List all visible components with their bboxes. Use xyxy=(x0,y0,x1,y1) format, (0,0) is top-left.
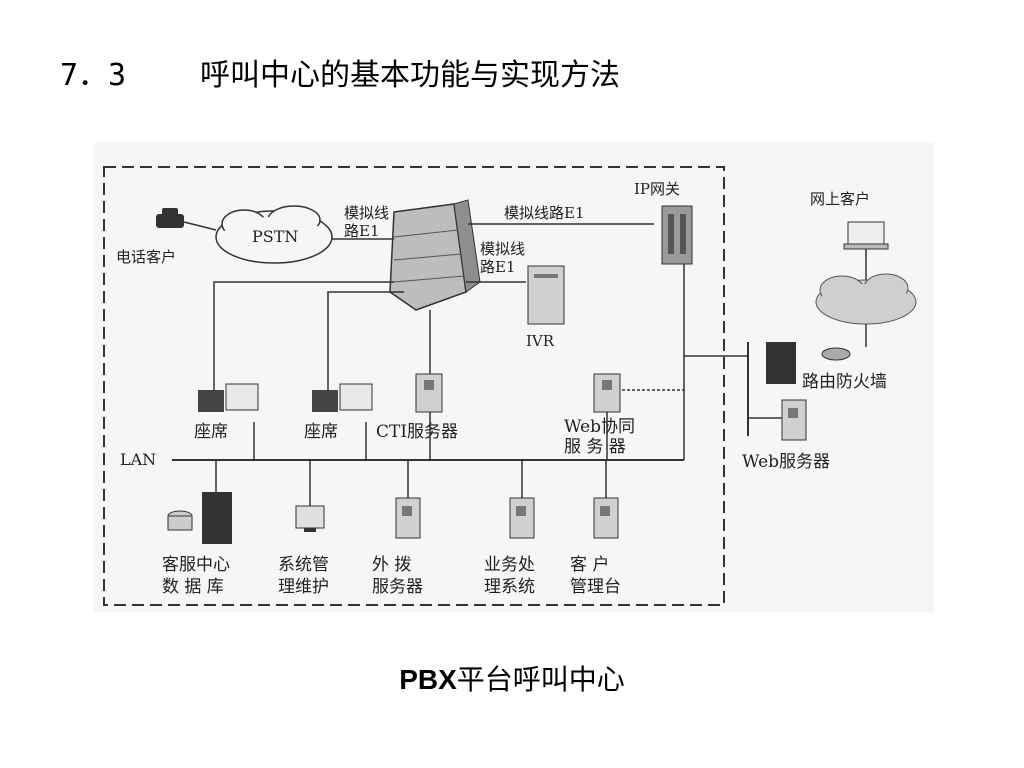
ivr-server-icon xyxy=(527,265,565,325)
lan-label: LAN xyxy=(120,450,156,469)
phone-link xyxy=(183,221,217,231)
diagram-svg: PSTN 电话客户 模拟线 路E1 模拟线路E1 IP网关 模拟线 路E1 IV… xyxy=(103,166,917,606)
analog-line-2b: 路E1 xyxy=(480,258,516,276)
monitor-icon xyxy=(295,505,325,532)
sysmgmt-label-b: 理维护 xyxy=(278,577,329,597)
pbx-agent1-link xyxy=(213,281,394,390)
web-server-label: Web服务器 xyxy=(742,452,830,472)
business-server-icon xyxy=(509,497,535,539)
outbound-label-b: 服务器 xyxy=(372,577,423,597)
caption-rest: 平台呼叫中心 xyxy=(456,664,625,695)
cti-server-label: CTI服务器 xyxy=(376,422,458,442)
online-customer-label: 网上客户 xyxy=(810,190,870,208)
pbx-call-center-diagram: PSTN 电话客户 模拟线 路E1 模拟线路E1 IP网关 模拟线 路E1 IV… xyxy=(94,142,934,612)
business-label-a: 业务处 xyxy=(484,555,535,575)
database-icon xyxy=(167,492,232,544)
slide-heading: 7．3 呼叫中心的基本功能与实现方法 xyxy=(60,50,620,94)
laptop-icon xyxy=(843,221,889,250)
section-title: 呼叫中心的基本功能与实现方法 xyxy=(200,58,620,93)
router-firewall-icon xyxy=(766,342,851,384)
analog-line-1a: 模拟线 xyxy=(344,204,389,222)
ip-gateway-label: IP网关 xyxy=(634,180,680,198)
router-firewall-label: 路由防火墙 xyxy=(802,372,887,392)
outbound-label-a: 外 拨 xyxy=(372,555,411,575)
agent-2-label: 座席 xyxy=(304,422,338,442)
internet-cloud xyxy=(815,273,917,325)
client-label-a: 客 户 xyxy=(570,555,609,575)
pbx-agent2-link xyxy=(327,291,404,390)
ip-gateway-icon xyxy=(661,205,693,265)
telephone-icon xyxy=(156,208,184,228)
outbound-server-icon xyxy=(395,497,421,539)
phone-customer-label: 电话客户 xyxy=(116,248,176,266)
client-server-icon xyxy=(593,497,619,539)
agent-workstation-icon xyxy=(198,383,259,412)
pstn-cloud: PSTN xyxy=(215,205,333,264)
sysmgmt-label-a: 系统管 xyxy=(278,555,329,575)
pstn-label: PSTN xyxy=(252,227,298,246)
agent-workstation-icon xyxy=(312,383,373,412)
web-server-icon xyxy=(781,399,807,441)
analog-line-1b: 路E1 xyxy=(344,222,380,240)
analog-line-top: 模拟线路E1 xyxy=(504,204,585,222)
cti-server-icon xyxy=(415,373,443,413)
web-collab-label-a: Web协同 xyxy=(564,417,635,437)
call-center-boundary xyxy=(103,166,725,606)
section-number: 7．3 xyxy=(60,58,127,93)
client-label-b: 管理台 xyxy=(570,577,621,597)
caption-bold: PBX xyxy=(399,664,457,695)
agent-1-label: 座席 xyxy=(194,422,228,442)
business-label-b: 理系统 xyxy=(484,577,535,597)
web-collab-label-b: 服 务 器 xyxy=(564,437,626,457)
ivr-label: IVR xyxy=(526,332,555,350)
diagram-caption: PBX平台呼叫中心 xyxy=(0,658,1024,698)
analog-line-2a: 模拟线 xyxy=(480,240,525,258)
web-collab-server-icon xyxy=(593,373,621,413)
db-label-a: 客服中心 xyxy=(162,555,230,575)
db-label-b: 数 据 库 xyxy=(162,577,224,597)
pbx-switch-icon xyxy=(389,199,481,311)
